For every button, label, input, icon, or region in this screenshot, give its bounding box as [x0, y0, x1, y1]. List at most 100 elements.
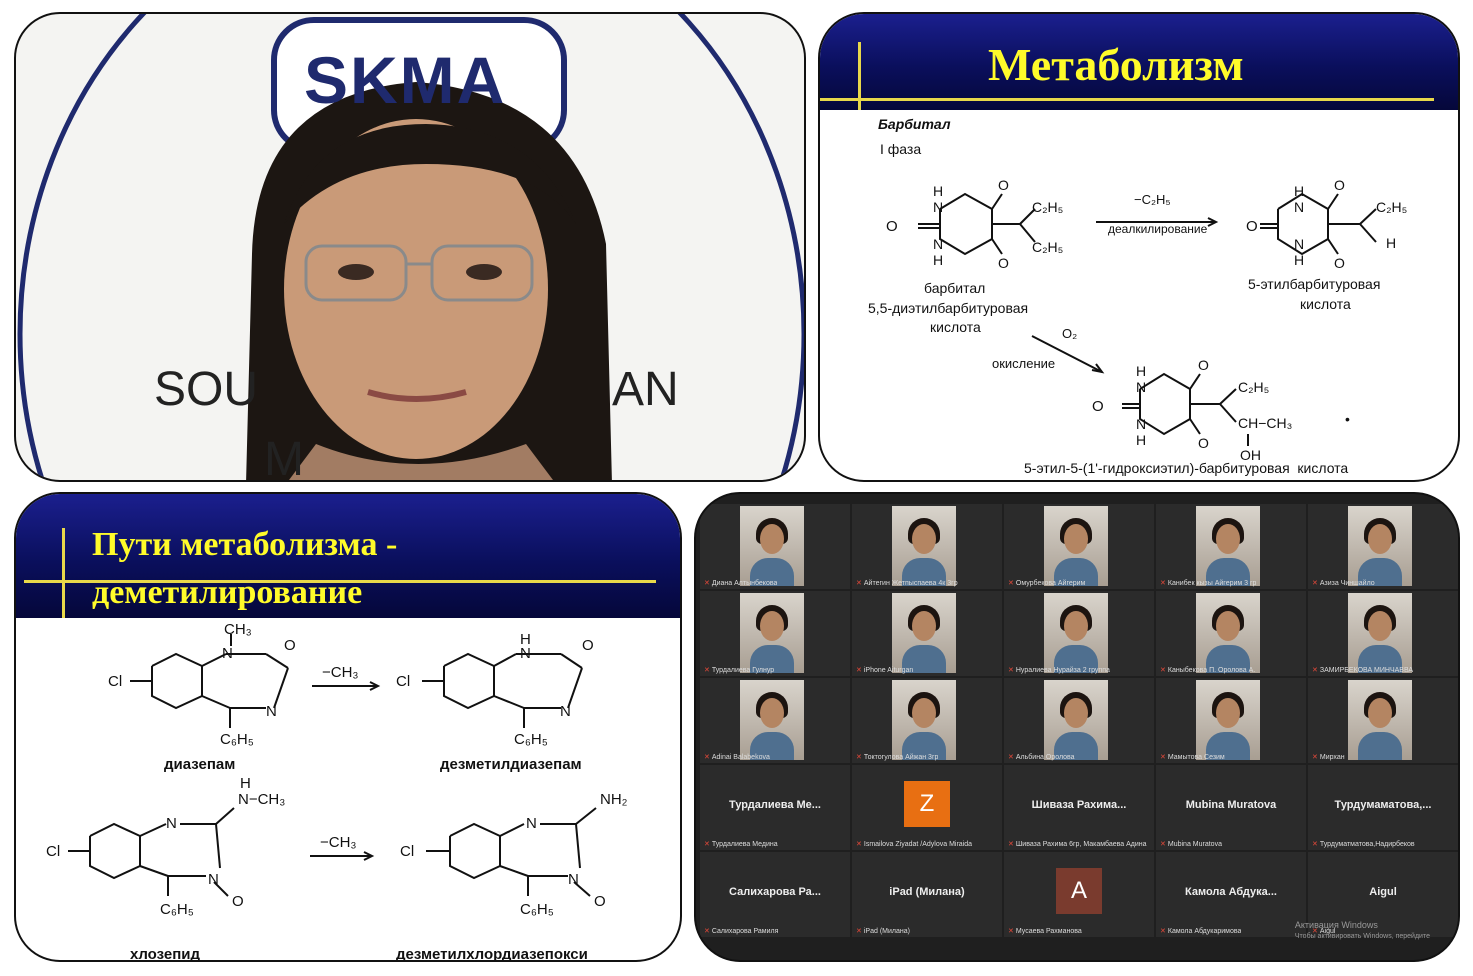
participant-tile[interactable]: ✕Adinai Balabekova: [700, 678, 850, 763]
participant-silhouette-body: [1358, 645, 1402, 673]
slide-title-line-1: Пути метаболизма -: [92, 526, 398, 563]
participant-name: Мусаева Рахманова: [1015, 928, 1082, 935]
participant-tile[interactable]: ✕Мирхан: [1308, 678, 1458, 763]
banner-text-bottom: M: [264, 433, 304, 482]
participant-tile[interactable]: ✕Турдалиева Гулнур: [700, 591, 850, 676]
participant-tile[interactable]: ✕Нуралиева Нурайза 2 группа: [1004, 591, 1154, 676]
svg-text:O: O: [232, 893, 244, 910]
svg-text:C₆H₅: C₆H₅: [220, 731, 254, 748]
participant-tile[interactable]: Турдумаматова,...✕Турдуматматова,Надирбе…: [1308, 765, 1458, 850]
participant-name-label: ✕Ismailova Ziyadat /Adylova Miraida: [856, 840, 972, 848]
participant-tile[interactable]: A✕Мусаева Рахманова: [1004, 852, 1154, 937]
svg-text:N: N: [1294, 199, 1304, 215]
participant-silhouette-body: [902, 732, 946, 760]
participant-tile[interactable]: iPad (Милана)✕iPad (Милана): [852, 852, 1002, 937]
participant-video: [892, 680, 956, 760]
participant-gallery[interactable]: ✕Диана Алтынбекова✕Айтегин Жетпыспаева 4…: [694, 492, 1460, 962]
participant-display-name: Турдалиева Ме...: [729, 799, 821, 811]
participant-silhouette-body: [1206, 645, 1250, 673]
svg-text:C₂H₅: C₂H₅: [1376, 199, 1407, 215]
participant-tile[interactable]: Mubina Muratova✕Mubina Muratova: [1156, 765, 1306, 850]
svg-text:N: N: [520, 645, 531, 662]
participant-name-label: ✕Шиваза Рахима 6гр, Макамбаева Адина 7гр: [1008, 840, 1148, 848]
participant-tile[interactable]: ✕Диана Алтынбекова: [700, 504, 850, 589]
participant-video: [740, 506, 804, 586]
svg-text:NH₂: NH₂: [600, 791, 628, 808]
participant-name-label: ✕Mubina Muratova: [1160, 840, 1222, 848]
participant-tile[interactable]: ✕iPhone Aiturgan: [852, 591, 1002, 676]
participant-silhouette-body: [1358, 732, 1402, 760]
participant-tile[interactable]: Салихарова Ра...✕Салихарова Рамиля: [700, 852, 850, 937]
participant-display-name: iPad (Милана): [889, 886, 965, 898]
participant-tile[interactable]: Шиваза Рахима...✕Шиваза Рахима 6гр, Мака…: [1004, 765, 1154, 850]
svg-text:N: N: [1294, 236, 1304, 252]
participant-name-label: ✕Мирхан: [1312, 753, 1345, 761]
compound-label-hydroxyethyl: 5-этил-5-(1'-гидроксиэтил)-барбитуровая …: [1024, 460, 1349, 476]
participant-name-label: ✕Турдалиева Гулнур: [704, 666, 774, 674]
participant-tile[interactable]: Aigul✕Aigul: [1308, 852, 1458, 937]
svg-text:N: N: [933, 199, 943, 215]
participant-name: Айтегин Жетпыспаева 4к 3гр: [863, 580, 958, 587]
participant-tile[interactable]: Турдалиева Ме... ✕Турдалиева Медина: [700, 765, 850, 850]
participant-tile[interactable]: ✕Айтегин Жетпыспаева 4к 3гр: [852, 504, 1002, 589]
svg-text:Cl: Cl: [46, 843, 60, 860]
muted-mic-icon: ✕: [704, 928, 710, 935]
participant-silhouette-head: [760, 611, 784, 641]
muted-mic-icon: ✕: [1312, 580, 1318, 587]
svg-text:O: O: [594, 893, 606, 910]
participant-silhouette-body: [1358, 558, 1402, 586]
participant-silhouette-body: [1206, 558, 1250, 586]
participant-video: [1348, 593, 1412, 673]
svg-text:N: N: [568, 871, 579, 888]
title-divider-vertical: [62, 528, 65, 618]
svg-text:H: H: [933, 252, 943, 268]
participant-avatar: Z: [904, 781, 950, 827]
participant-tile[interactable]: ✕Каныбекова П. Оролова А.: [1156, 591, 1306, 676]
participant-name-label: ✕Диана Алтынбекова: [704, 579, 777, 587]
svg-text:N: N: [222, 645, 233, 662]
windows-activation-watermark: Активация Windows Чтобы активировать Win…: [1295, 920, 1430, 942]
participant-name: Aigul: [1319, 928, 1336, 935]
participant-tile[interactable]: ✕Канибек кызы Айгерим 3 гр: [1156, 504, 1306, 589]
participant-video: [740, 593, 804, 673]
participant-tile[interactable]: ✕Омурбекова Айгерим: [1004, 504, 1154, 589]
participant-silhouette-head: [912, 611, 936, 641]
participant-video: [1348, 506, 1412, 586]
svg-text:N: N: [1136, 416, 1146, 432]
participant-name-label: ✕Омурбекова Айгерим: [1008, 579, 1085, 587]
svg-text:H: H: [1294, 183, 1304, 199]
participant-tile[interactable]: Z ✕Ismailova Ziyadat /Adylova Miraida: [852, 765, 1002, 850]
participant-name: ЗАМИРБЕКОВА МИНЧАВВА: [1319, 667, 1414, 674]
participant-silhouette-body: [902, 645, 946, 673]
muted-mic-icon: ✕: [704, 841, 710, 848]
participant-name: Турдалиева Гулнур: [711, 667, 775, 674]
muted-mic-icon: ✕: [1008, 754, 1014, 761]
muted-mic-icon: ✕: [856, 580, 862, 587]
svg-text:N: N: [166, 815, 177, 832]
participant-tile[interactable]: Камола Абдука...✕Камола Абдукаримова: [1156, 852, 1306, 937]
arrow-2-process: окисление: [992, 356, 1056, 371]
svg-text:N: N: [1136, 379, 1146, 395]
svg-text:•: •: [1345, 411, 1350, 427]
participant-name: Турдалиева Медина: [711, 841, 778, 848]
slide-demethylation[interactable]: Пути метаболизма - деметилирование Cl CH…: [14, 492, 682, 962]
participant-tile[interactable]: ✕Азиза Чиншайло: [1308, 504, 1458, 589]
svg-text:O: O: [998, 255, 1009, 271]
participant-video: [892, 506, 956, 586]
participant-tile[interactable]: ✕ЗАМИРБЕКОВА МИНЧАВВА: [1308, 591, 1458, 676]
participant-tile[interactable]: ✕Альбина Оролова: [1004, 678, 1154, 763]
participant-name-label: ✕Турдуматматова,Надирбеков: [1312, 840, 1415, 848]
speaker-video-tile[interactable]: SKMA SOU AN M: [14, 12, 806, 482]
participant-tile[interactable]: ✕Токтогулова Айжан 3гр: [852, 678, 1002, 763]
participant-silhouette-head: [912, 698, 936, 728]
participant-tile[interactable]: ✕Мамытова Сезим: [1156, 678, 1306, 763]
slide-title-line-2: деметилирование: [92, 574, 363, 611]
participant-silhouette-head: [1064, 524, 1088, 554]
svg-text:C₆H₅: C₆H₅: [520, 901, 554, 918]
participant-name: Альбина Оролова: [1015, 754, 1075, 761]
muted-mic-icon: ✕: [1008, 580, 1014, 587]
participant-silhouette-body: [750, 558, 794, 586]
phase-label: I фаза: [880, 141, 922, 157]
svg-text:O: O: [1092, 398, 1104, 415]
